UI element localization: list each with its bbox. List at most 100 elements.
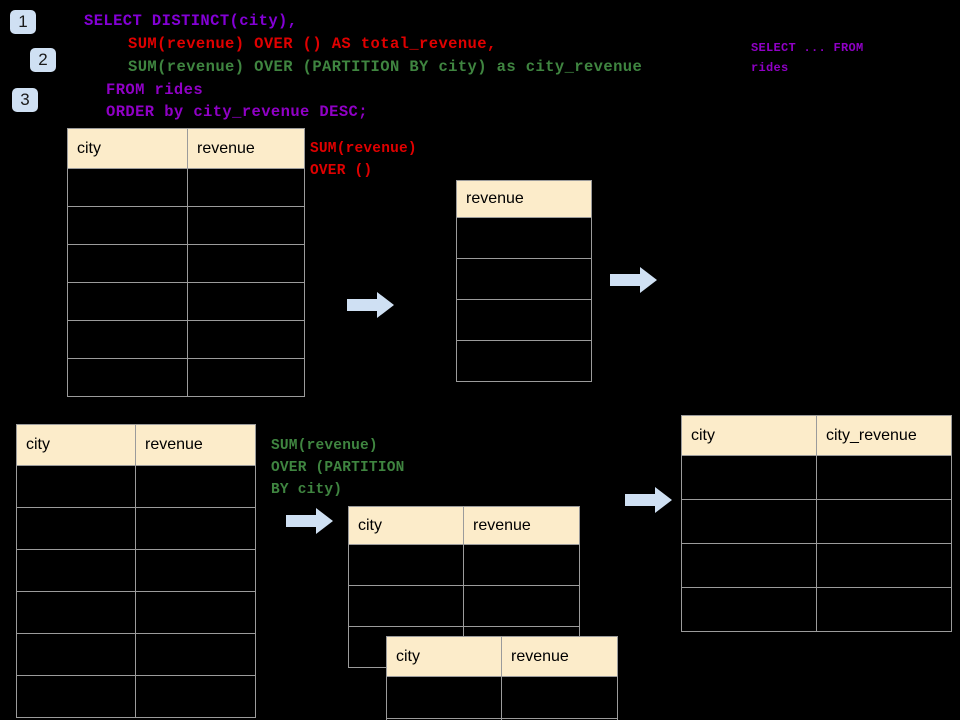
column-header-city: city [681,415,817,456]
cell-city [16,633,136,676]
cell-revenue [187,168,305,207]
table-rides-bottom: city revenue [16,424,256,718]
cell-city [16,675,136,718]
cell-city [681,543,817,588]
table-header-row: city revenue [67,128,305,169]
arrow-rides-to-total [347,290,395,325]
table-row [16,465,256,508]
table-header-row: city revenue [16,424,256,466]
sql-line-from-rides: FROM rides [106,81,204,99]
cell-revenue [501,718,618,720]
cell-city [67,282,188,321]
column-header-revenue: revenue [501,636,618,677]
cell-city-revenue [816,543,952,588]
arrow-right-icon [625,487,672,513]
table-row [681,455,952,500]
cell-revenue [187,206,305,245]
table-row [16,507,256,550]
table-row [681,543,952,588]
column-header-city: city [16,424,136,466]
column-header-city: city [67,128,188,169]
cell-city [681,455,817,500]
table-row [386,718,618,720]
sql-line-order-by: ORDER by city_revenue DESC; [106,103,368,121]
cell-city [16,465,136,508]
table-row [456,217,592,259]
arrow-right-icon [610,267,657,293]
cell-city [67,168,188,207]
cell-city [16,591,136,634]
table-total-revenue: revenue [456,180,592,382]
table-row [67,358,305,397]
cell-revenue [135,549,256,592]
sql-line-select-distinct: SELECT DISTINCT(city), [84,12,298,30]
table-partition-b: city revenue [386,636,618,720]
step-badge-1[interactable]: 1 [10,10,36,34]
cell-city [681,587,817,632]
table-city-revenue: city city_revenue [681,415,952,632]
cell-revenue [187,282,305,321]
annotation-over-empty-line2: OVER () [310,163,373,179]
column-header-revenue: revenue [187,128,305,169]
cell-city [67,358,188,397]
sql-line-sum-over-partition: SUM(revenue) OVER (PARTITION BY city) as… [128,58,643,76]
column-header-revenue: revenue [456,180,592,218]
sql-side-note-line2: rides [751,61,789,75]
cell-city [67,244,188,283]
cell-city [16,549,136,592]
cell-revenue [463,585,580,627]
table-row [16,591,256,634]
table-rides-top: city revenue [67,128,305,397]
annotation-over-partition-line3: BY city) [271,482,343,498]
table-row [67,320,305,359]
step-badge-2[interactable]: 2 [30,48,56,72]
arrow-right-icon [286,508,333,534]
cell-revenue [187,244,305,283]
cell-revenue [135,591,256,634]
cell-revenue [135,633,256,676]
table-header-row: city revenue [348,506,580,545]
cell-revenue [463,544,580,586]
arrow-total-to-result [610,265,658,300]
step-badge-3[interactable]: 3 [12,88,38,112]
arrow-rides-to-partition [286,506,334,541]
table-header-row: city city_revenue [681,415,952,456]
cell-revenue [501,676,618,719]
table-header-row: city revenue [386,636,618,677]
cell-revenue [135,675,256,718]
column-header-revenue: revenue [463,506,580,545]
cell-city-revenue [816,587,952,632]
column-header-city: city [386,636,502,677]
cell-revenue [187,320,305,359]
sql-side-note-line1: SELECT ... FROM [751,41,864,55]
table-row [386,676,618,719]
cell-revenue [187,358,305,397]
table-row [16,675,256,718]
cell-city-revenue [816,499,952,544]
table-row [348,585,580,627]
table-row [67,168,305,207]
cell-revenue [456,217,592,259]
cell-revenue [456,340,592,382]
table-row [456,258,592,300]
arrow-right-icon [347,292,394,318]
table-row [681,587,952,632]
table-row [67,244,305,283]
column-header-city: city [348,506,464,545]
table-header-row: revenue [456,180,592,218]
table-row [67,206,305,245]
annotation-over-partition-line2: OVER (PARTITION [271,460,405,476]
annotation-over-partition-line1: SUM(revenue) [271,438,378,454]
table-row [456,299,592,341]
table-row [681,499,952,544]
cell-city [16,507,136,550]
sql-line-sum-over-empty: SUM(revenue) OVER () AS total_revenue, [128,35,497,53]
table-row [348,544,580,586]
annotation-over-empty-line1: SUM(revenue) [310,141,417,157]
cell-city [67,206,188,245]
cell-city [67,320,188,359]
column-header-city-revenue: city_revenue [816,415,952,456]
table-row [16,549,256,592]
cell-city [386,676,502,719]
